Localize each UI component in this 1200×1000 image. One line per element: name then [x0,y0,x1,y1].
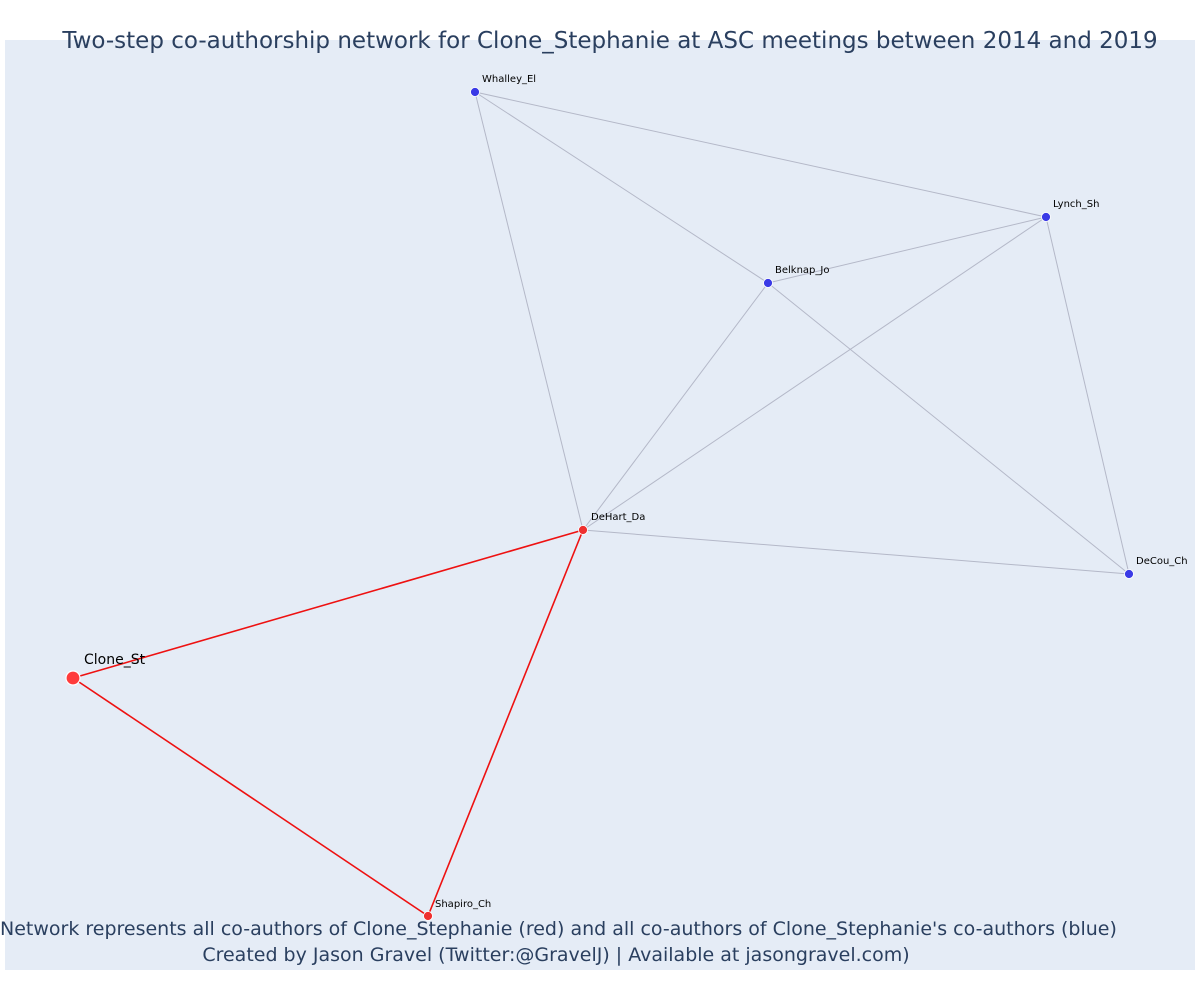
edge-Lynch_Sh-Belknap_Jo [767,216,1047,284]
node-Shapiro_Ch[interactable] [423,911,433,921]
node-Whalley_El[interactable] [470,87,480,97]
edge-DeHart_Da-DeCou_Ch [582,529,1130,575]
edges-layer [72,91,1130,917]
node-label-Lynch_Sh: Lynch_Sh [1053,199,1099,210]
node-Lynch_Sh[interactable] [1041,212,1051,222]
figure-title: Two-step co-authorship network for Clone… [62,28,1158,54]
caption-line-1: Network represents all co-authors of Clo… [0,918,1117,940]
node-DeHart_Da[interactable] [578,525,588,535]
edge-Whalley_El-Lynch_Sh [474,91,1047,218]
edge-Clone_St-Shapiro_Ch [72,677,429,917]
node-DeCou_Ch[interactable] [1124,569,1134,579]
node-Clone_St[interactable] [65,670,81,686]
edge-DeHart_Da-Shapiro_Ch [427,529,584,917]
edge-Whalley_El-DeHart_Da [474,91,584,531]
edge-Belknap_Jo-DeHart_Da [582,282,769,531]
plot-area [5,40,1195,970]
node-label-DeCou_Ch: DeCou_Ch [1136,556,1188,567]
node-Belknap_Jo[interactable] [763,278,773,288]
edge-Belknap_Jo-DeCou_Ch [767,282,1130,575]
node-label-Whalley_El: Whalley_El [482,74,536,85]
edge-Lynch_Sh-DeCou_Ch [1045,216,1130,575]
nodes-layer [65,87,1134,921]
edge-Clone_St-DeHart_Da [72,529,584,679]
caption-line-2: Created by Jason Gravel (Twitter:@Gravel… [202,944,910,966]
node-label-Clone_St: Clone_St [84,652,146,668]
node-label-Shapiro_Ch: Shapiro_Ch [435,899,491,910]
edge-Lynch_Sh-DeHart_Da [582,216,1047,531]
node-label-Belknap_Jo: Belknap_Jo [775,265,829,276]
node-label-DeHart_Da: DeHart_Da [591,512,645,523]
edge-Whalley_El-Belknap_Jo [474,91,769,284]
